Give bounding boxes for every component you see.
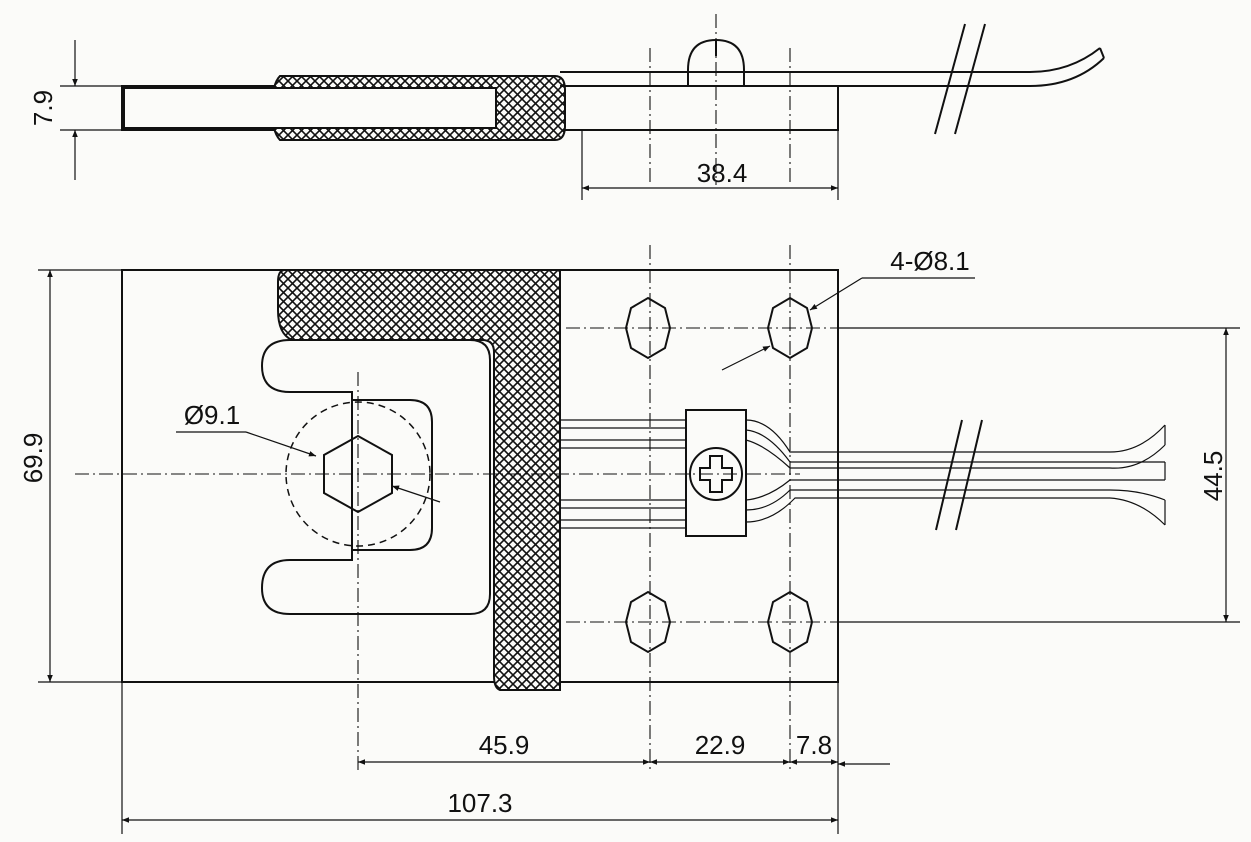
dim-offset-center-to-holes: 45.9 [479, 730, 530, 760]
clamp-screw-head [689, 447, 743, 501]
plan-hatched-band [277, 269, 561, 691]
mount-hole-top-left [624, 296, 672, 360]
dim-thickness: 7.9 [28, 90, 58, 126]
plan-view [38, 245, 1240, 834]
mount-hole-bottom-right [766, 590, 814, 654]
dim-height: 69.9 [18, 433, 48, 484]
dim-hole-spacing-vertical: 44.5 [1198, 451, 1228, 502]
dim-center-hole: Ø9.1 [184, 400, 240, 430]
dim-hole-spacing-horizontal: 22.9 [695, 730, 746, 760]
side-view [60, 14, 1105, 200]
plan-u-slot [260, 339, 491, 615]
dim-overall-length: 107.3 [447, 788, 512, 818]
dim-edge-to-hole: 7.8 [796, 730, 832, 760]
dim-hole-spec: 4-Ø8.1 [890, 246, 970, 276]
cable-clamp [685, 409, 747, 537]
mount-hole-bottom-left [624, 590, 672, 654]
dim-mount-span-top: 38.4 [697, 158, 748, 188]
mount-hole-top-right [766, 296, 814, 360]
